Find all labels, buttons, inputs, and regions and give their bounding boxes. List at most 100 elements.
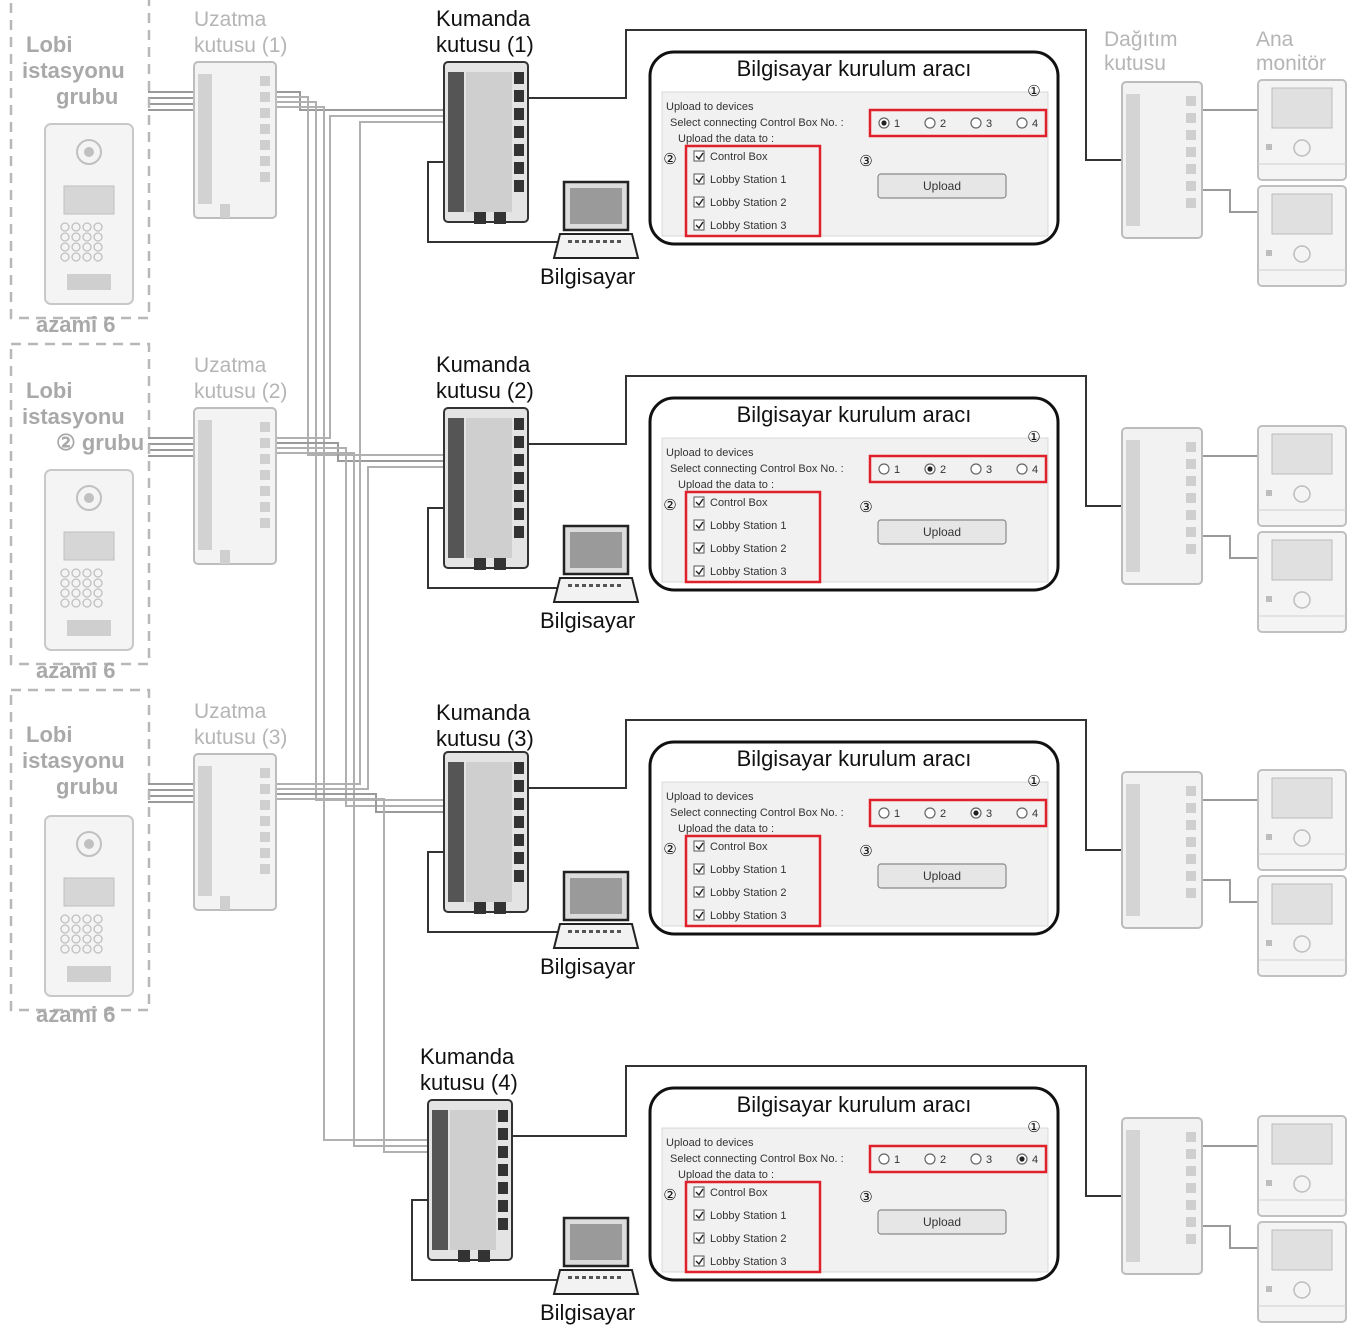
distribution-box-body [1121, 771, 1203, 929]
checkbox[interactable] [693, 219, 705, 231]
checkbox[interactable] [693, 519, 705, 531]
upload-button[interactable] [877, 1209, 1007, 1235]
extension-to-control-wire [276, 121, 444, 785]
radio-group-highlight [868, 108, 1048, 138]
radio-button[interactable] [1016, 463, 1028, 475]
distribution-box-rail [1126, 1130, 1140, 1262]
keyboard-key-icon [610, 240, 614, 243]
monitor-screen-icon [1271, 433, 1333, 475]
checkbox[interactable] [693, 1209, 705, 1221]
keypad-key-icon [82, 934, 92, 944]
keypad-key-icon [93, 924, 103, 934]
radio-button[interactable] [924, 117, 936, 129]
terminal-icon [1186, 837, 1196, 847]
monitor-led-icon [1266, 250, 1272, 256]
extension-box-label-line2: kutusu (1) [194, 34, 287, 57]
checkbox-label: Lobby Station 3 [710, 1256, 786, 1268]
control-box-board [466, 418, 512, 558]
terminal-icon [498, 1110, 508, 1122]
upload-button[interactable] [877, 863, 1007, 889]
extension-box [193, 407, 277, 565]
monitor-led-icon [1266, 940, 1272, 946]
radio-button[interactable] [970, 463, 982, 475]
keyboard-key-icon [575, 240, 579, 243]
monitor-button-icon [1293, 591, 1311, 609]
radio-option-label: 4 [1032, 464, 1038, 476]
lobby-group-dashed-border [9, 0, 151, 320]
terminal-icon [1186, 1183, 1196, 1193]
checkbox[interactable] [693, 886, 705, 898]
distribution-box-body [1121, 1117, 1203, 1275]
monitor-led-icon [1266, 834, 1272, 840]
keypad-key-icon [71, 588, 81, 598]
checkbox[interactable] [693, 1232, 705, 1244]
checkbox[interactable] [693, 496, 705, 508]
control-box [443, 407, 529, 570]
checkbox[interactable] [693, 909, 705, 921]
terminal-icon [498, 1146, 508, 1158]
checkbox[interactable] [693, 1186, 705, 1198]
connector-icon [220, 204, 230, 218]
keypad-key-icon [93, 222, 103, 232]
checkbox[interactable] [693, 150, 705, 162]
terminal-icon [1186, 1217, 1196, 1227]
keypad-key-icon [60, 914, 70, 924]
radio-button[interactable] [878, 1153, 890, 1165]
terminal-icon [498, 1164, 508, 1176]
terminal-icon [260, 92, 270, 102]
terminal-icon [260, 470, 270, 480]
keypad-key-icon [93, 568, 103, 578]
main-monitor-icon [1257, 425, 1347, 527]
distribution-box-rail [1126, 94, 1140, 226]
keyboard-key-icon [582, 1276, 586, 1279]
control-box-label-line1: Kumanda [436, 700, 531, 725]
extension-box-label-line1: Uzatma [194, 8, 267, 31]
keypad-key-icon [60, 578, 70, 588]
upload-button[interactable] [877, 519, 1007, 545]
wiring-layer [148, 29, 1258, 1281]
radio-button[interactable] [924, 807, 936, 819]
checkbox[interactable] [693, 196, 705, 208]
radio-button[interactable] [970, 1153, 982, 1165]
lobby-group-label-line3: grubu [56, 84, 118, 109]
checkbox-label: Lobby Station 1 [710, 520, 786, 532]
terminal-icon [514, 762, 524, 774]
upload-button[interactable] [877, 173, 1007, 199]
checkbox[interactable] [693, 565, 705, 577]
checkbox[interactable] [693, 863, 705, 875]
checkbox-label: Control Box [710, 151, 768, 163]
monitor-button-icon [1293, 1175, 1311, 1193]
computer-display-icon [570, 1224, 622, 1260]
radio-button[interactable] [1016, 117, 1028, 129]
main-monitor-icon [1257, 79, 1347, 181]
radio-button[interactable] [970, 117, 982, 129]
checkbox-list-highlight [684, 144, 822, 238]
terminal-icon [1186, 1234, 1196, 1244]
keyboard-key-icon [610, 930, 614, 933]
radio-button[interactable] [924, 1153, 936, 1165]
terminal-icon [260, 502, 270, 512]
keypad-key-icon [82, 598, 92, 608]
checkbox[interactable] [693, 840, 705, 852]
terminal-icon [1186, 527, 1196, 537]
radio-button[interactable] [878, 463, 890, 475]
radio-option-label: 2 [940, 464, 946, 476]
checkbox[interactable] [693, 1255, 705, 1267]
checkbox[interactable] [693, 173, 705, 185]
radio-option-label: 1 [894, 808, 900, 820]
checkbox-label: Lobby Station 2 [710, 887, 786, 899]
upload-to-devices-label: Upload to devices [666, 1137, 754, 1149]
radio-button[interactable] [1016, 807, 1028, 819]
step-marker-2: ② [663, 840, 676, 858]
select-control-box-label: Select connecting Control Box No. : [670, 117, 844, 129]
keypad-key-icon [93, 232, 103, 242]
terminal-icon [1186, 1166, 1196, 1176]
monitor-screen-icon [1271, 777, 1333, 819]
lobby-group-dashed-border [9, 688, 151, 1012]
checkmark-icon [695, 1188, 704, 1197]
radio-button[interactable] [878, 807, 890, 819]
checkbox[interactable] [693, 542, 705, 554]
keyboard-key-icon [568, 1276, 572, 1279]
